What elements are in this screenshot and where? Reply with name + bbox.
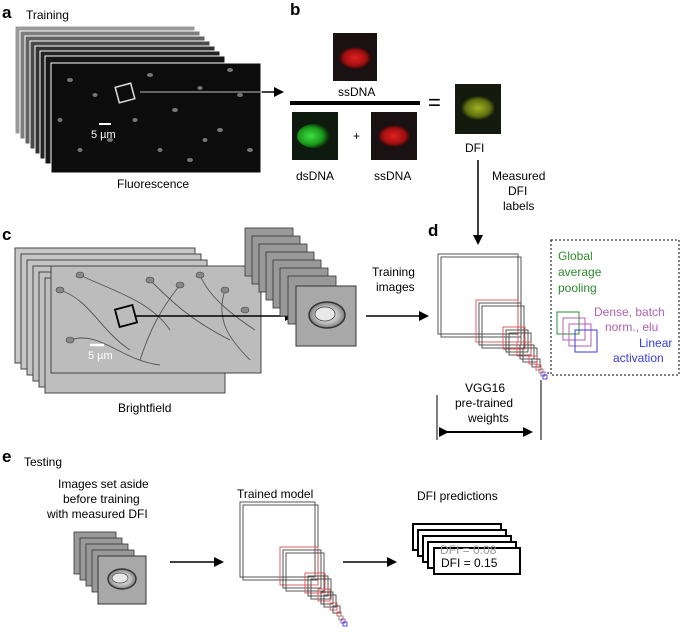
legend-dense-line2: norm., elu <box>605 320 658 334</box>
model-label-line1: VGG16 <box>465 381 505 395</box>
legend-box <box>550 239 680 376</box>
prediction-front-box <box>433 547 521 575</box>
selection-box-c <box>113 303 139 329</box>
panel-d-letter: d <box>428 221 438 240</box>
panel-b: b ssDNA + dsDNA ssDNA = DFI <box>290 0 501 183</box>
panel-b-letter: b <box>290 0 300 19</box>
panel-c-caption: Brightfield <box>118 401 171 415</box>
fluorescence-image-front <box>50 62 262 174</box>
panel-a-title: Training <box>26 8 69 22</box>
legend-squares <box>556 311 598 353</box>
prediction-front-text: DFI = 0.15 <box>441 556 498 570</box>
plus-sign: + <box>353 129 360 143</box>
panel-e: e Testing Images set aside before traini… <box>2 447 521 627</box>
sperm-tails <box>59 274 256 366</box>
vgg16-layers <box>437 253 548 380</box>
model-label-line2: pre-trained <box>455 396 513 410</box>
legend-gap-line2: average <box>558 265 602 279</box>
panel-c-scale-label: 5 µm <box>88 350 113 362</box>
model-label-line3: weights <box>467 411 509 425</box>
prediction-stack <box>412 523 521 575</box>
ssdna-label: ssDNA <box>374 169 411 183</box>
panel-e-letter: e <box>2 447 11 466</box>
panel-a: a Training 5 µm Fluore <box>2 3 284 191</box>
panel-a-letter: a <box>2 3 12 22</box>
images-line2: before training <box>63 492 140 506</box>
sperm-heads <box>55 271 250 344</box>
predictions-title: DFI predictions <box>417 489 498 503</box>
legend-dense-line1: Dense, batch <box>594 305 665 319</box>
trained-model-layers <box>239 501 348 627</box>
training-images-line1: Training <box>372 265 415 279</box>
cropped-cell-stack <box>244 227 357 347</box>
legend-gap-line3: pooling <box>558 281 597 295</box>
fluorescent-cells <box>57 68 253 162</box>
prediction-back-text: DFI = 0.08 <box>440 543 497 557</box>
dfi-label: DFI <box>465 141 484 155</box>
panel-c: c <box>2 225 429 415</box>
images-line3: with measured DFI <box>46 507 148 521</box>
panel-e-title: Testing <box>24 455 62 469</box>
numerator-label: ssDNA <box>338 85 375 99</box>
arrow-label-line3: labels <box>503 199 534 213</box>
legend-linear-line2: activation <box>613 351 664 365</box>
panel-a-scale-label: 5 µm <box>91 129 116 141</box>
legend-gap-line1: Global <box>558 249 593 263</box>
images-line1: Images set aside <box>58 477 149 491</box>
fluorescence-image-stack <box>14 25 262 174</box>
panel-d: d VGG16 pre-trained weights <box>428 221 680 440</box>
training-images-line2: images <box>376 280 415 294</box>
arrow-label-line1: Measured <box>492 169 545 183</box>
test-image-stack <box>73 531 147 605</box>
selection-box <box>114 82 136 104</box>
brightfield-image-front <box>50 265 262 374</box>
panel-c-letter: c <box>2 225 11 244</box>
panel-a-caption: Fluorescence <box>117 177 189 191</box>
trained-model-title: Trained model <box>237 487 313 501</box>
equals-sign: = <box>428 90 441 115</box>
brightfield-image-stack <box>14 247 262 394</box>
legend-linear-line1: Linear <box>639 336 672 350</box>
arrow-label-line2: DFI <box>508 184 527 198</box>
dsdna-label: dsDNA <box>296 169 334 183</box>
